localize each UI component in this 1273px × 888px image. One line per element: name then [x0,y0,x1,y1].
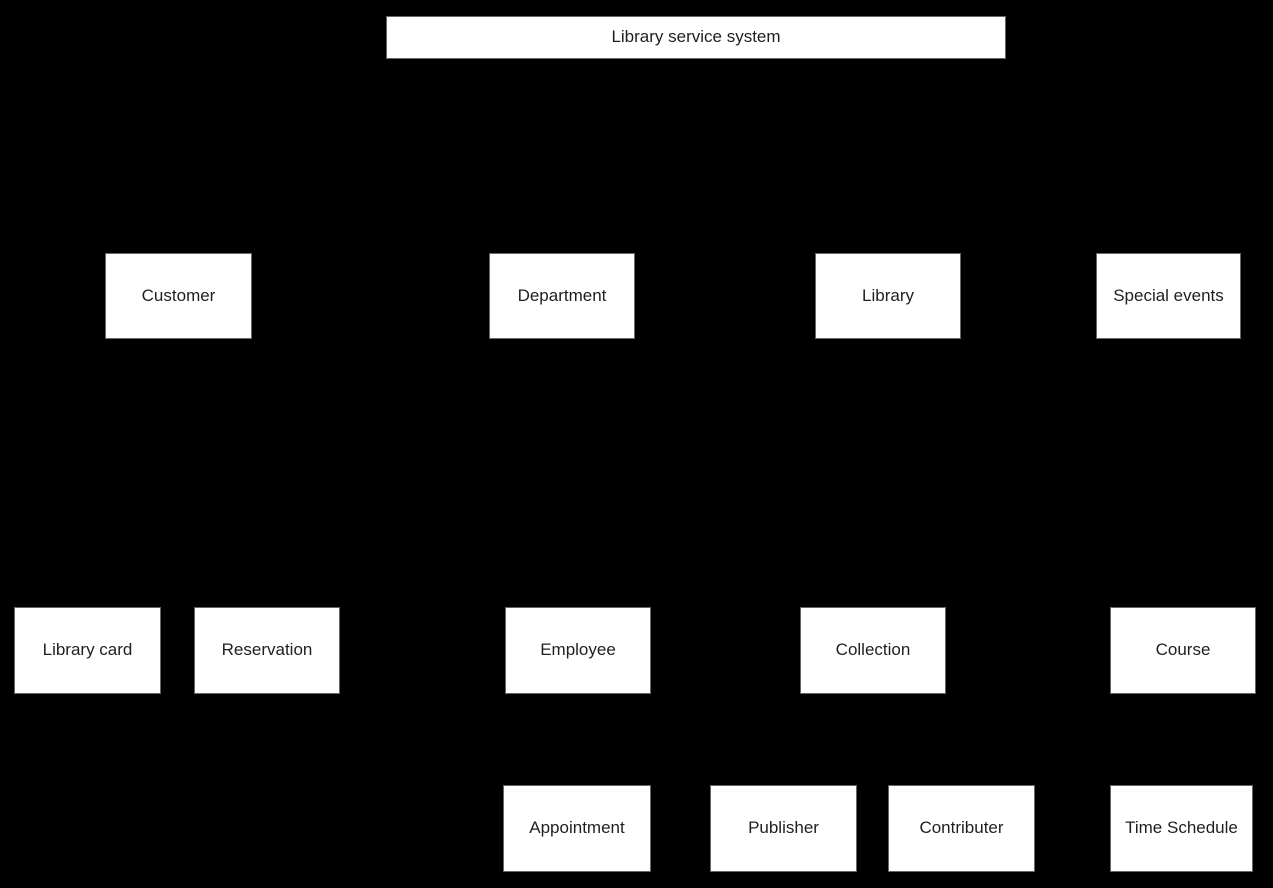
node-employee: Employee [505,607,651,694]
node-library-card: Library card [14,607,161,694]
node-contributer: Contributer [888,785,1035,872]
node-library-service-system: Library service system [386,16,1006,59]
node-reservation: Reservation [194,607,340,694]
node-library: Library [815,253,961,339]
node-course: Course [1110,607,1256,694]
node-special-events: Special events [1096,253,1241,339]
node-customer: Customer [105,253,252,339]
node-publisher: Publisher [710,785,857,872]
node-time-schedule: Time Schedule [1110,785,1253,872]
node-collection: Collection [800,607,946,694]
node-appointment: Appointment [503,785,651,872]
node-department: Department [489,253,635,339]
